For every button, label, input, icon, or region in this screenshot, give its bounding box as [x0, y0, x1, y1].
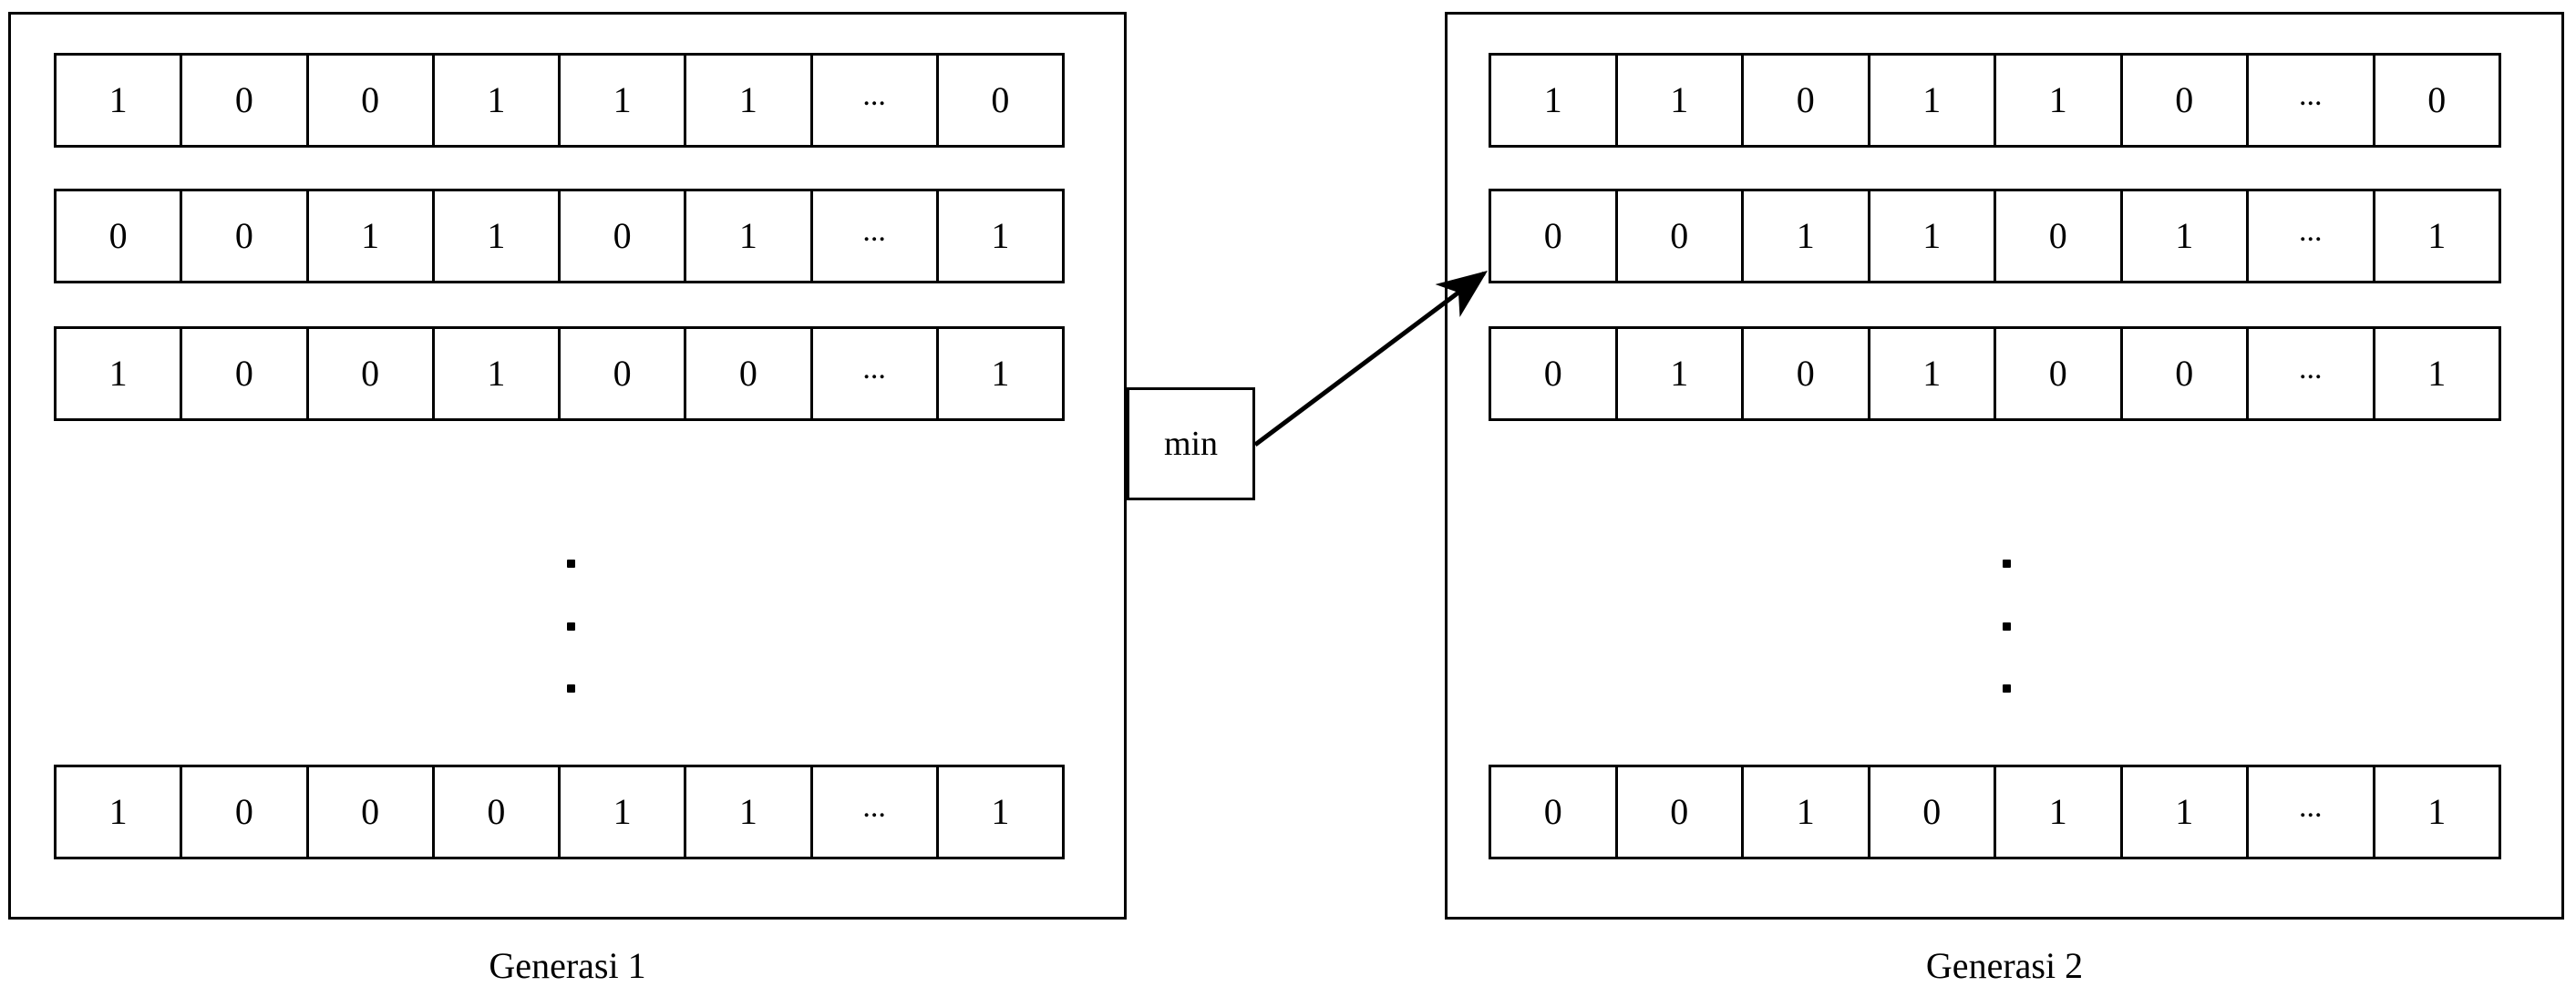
gene-cell-ellipsis: ...	[2249, 767, 2375, 857]
gene-cell: 0	[686, 329, 813, 418]
gene-cell: 0	[182, 191, 309, 281]
min-selector-box: min	[1127, 387, 1255, 500]
gene-cell: 0	[182, 329, 309, 418]
gene-cell: 0	[182, 767, 309, 857]
gene-cell: 1	[561, 56, 687, 145]
gene-cell-ellipsis: ...	[2249, 329, 2375, 418]
generation-1-container: 1 0 0 1 1 1 ... 0 0 0 1 1 0 1 ... 1 1 0 …	[8, 12, 1127, 920]
gene-cell: 0	[938, 56, 1062, 145]
ellipsis-dot	[566, 560, 575, 568]
ellipsis-dot	[2002, 622, 2011, 631]
gene-cell: 1	[1870, 56, 1996, 145]
gene-cell: 1	[434, 191, 561, 281]
chromosome-row-selected: 0 0 1 1 0 1 ... 1	[1489, 189, 2501, 283]
min-label: min	[1163, 425, 1219, 463]
gene-cell: 0	[2122, 329, 2249, 418]
gene-cell: 1	[2122, 191, 2249, 281]
gene-cell: 1	[308, 191, 435, 281]
gene-cell: 1	[1491, 56, 1618, 145]
gene-cell: 1	[686, 767, 813, 857]
gene-cell: 1	[57, 56, 183, 145]
chromosome-row: 0 0 1 1 0 1 ... 1	[54, 189, 1065, 283]
chromosome-row: 1 0 0 0 1 1 ... 1	[54, 765, 1065, 859]
gene-cell: 1	[1744, 191, 1870, 281]
gene-cell: 1	[2375, 191, 2499, 281]
gene-cell: 1	[561, 767, 687, 857]
generation-1-caption: Generasi 1	[489, 945, 646, 986]
gene-cell: 1	[434, 329, 561, 418]
gene-cell: 0	[434, 767, 561, 857]
gene-cell: 0	[308, 56, 435, 145]
gene-cell: 0	[1491, 767, 1618, 857]
gene-cell: 1	[57, 329, 183, 418]
gene-cell: 1	[2375, 329, 2499, 418]
ellipsis-dot	[566, 622, 575, 631]
gene-cell-ellipsis: ...	[812, 191, 939, 281]
gene-cell: 0	[1744, 56, 1870, 145]
gene-cell: 0	[2122, 56, 2249, 145]
gene-cell: 1	[2375, 767, 2499, 857]
gene-cell: 1	[686, 191, 813, 281]
gene-cell: 1	[434, 56, 561, 145]
gene-cell: 1	[938, 329, 1062, 418]
chromosome-row: 0 0 1 0 1 1 ... 1	[1489, 765, 2501, 859]
gene-cell: 1	[2122, 767, 2249, 857]
generation-2-caption: Generasi 2	[1925, 945, 2084, 986]
gene-cell: 0	[57, 191, 183, 281]
vertical-ellipsis	[1997, 560, 2015, 693]
chromosome-row: 1 0 0 1 0 0 ... 1	[54, 326, 1065, 421]
gene-cell: 1	[1996, 767, 2123, 857]
generation-2-container: 1 1 0 1 1 0 ... 0 0 0 1 1 0 1 ... 1 0 1 …	[1445, 12, 2564, 920]
vertical-ellipsis	[562, 560, 580, 693]
gene-cell: 0	[1617, 191, 1744, 281]
chromosome-row: 1 1 0 1 1 0 ... 0	[1489, 53, 2501, 148]
gene-cell: 1	[57, 767, 183, 857]
gene-cell: 1	[1617, 329, 1744, 418]
gene-cell: 0	[182, 56, 309, 145]
gene-cell: 1	[1617, 56, 1744, 145]
chromosome-row: 0 1 0 1 0 0 ... 1	[1489, 326, 2501, 421]
gene-cell-ellipsis: ...	[2249, 56, 2375, 145]
gene-cell: 1	[1744, 767, 1870, 857]
gene-cell: 0	[1491, 329, 1618, 418]
gene-cell: 1	[1870, 329, 1996, 418]
gene-cell: 0	[1996, 191, 2123, 281]
gene-cell: 0	[561, 329, 687, 418]
gene-cell: 0	[1491, 191, 1618, 281]
gene-cell: 0	[1870, 767, 1996, 857]
gene-cell-ellipsis: ...	[2249, 191, 2375, 281]
ellipsis-dot	[2002, 560, 2011, 568]
gene-cell: 0	[308, 767, 435, 857]
gene-cell-ellipsis: ...	[812, 767, 939, 857]
gene-cell: 0	[1617, 767, 1744, 857]
gene-cell: 0	[1996, 329, 2123, 418]
ellipsis-dot	[566, 684, 575, 693]
gene-cell: 1	[1996, 56, 2123, 145]
gene-cell: 1	[938, 767, 1062, 857]
gene-cell: 1	[938, 191, 1062, 281]
gene-cell-ellipsis: ...	[812, 329, 939, 418]
ellipsis-dot	[2002, 684, 2011, 693]
gene-cell: 0	[308, 329, 435, 418]
gene-cell: 0	[561, 191, 687, 281]
chromosome-row: 1 0 0 1 1 1 ... 0	[54, 53, 1065, 148]
gene-cell: 1	[1870, 191, 1996, 281]
gene-cell: 1	[686, 56, 813, 145]
gene-cell-ellipsis: ...	[812, 56, 939, 145]
gene-cell: 0	[1744, 329, 1870, 418]
gene-cell: 0	[2375, 56, 2499, 145]
